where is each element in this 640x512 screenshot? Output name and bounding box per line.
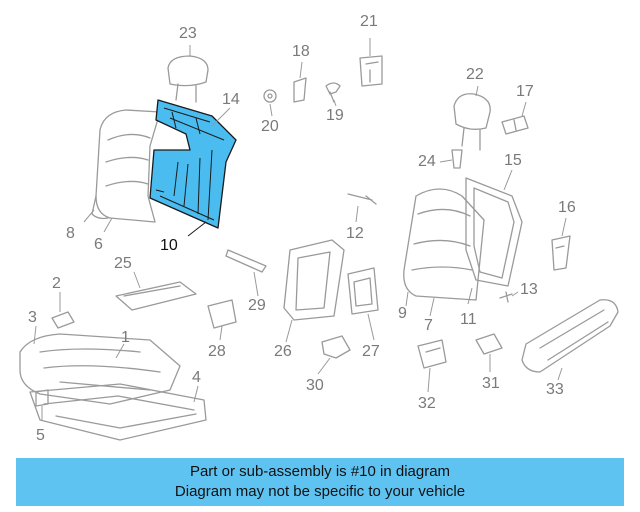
part-24-bushing [451, 149, 463, 169]
part-17-latch [501, 115, 529, 135]
callout-29: 29 [248, 297, 266, 314]
part-29-trim [225, 249, 267, 273]
banner-line-part: Part or sub-assembly is #10 in diagram [189, 463, 451, 480]
callout-6: 6 [94, 236, 103, 253]
callout-11: 11 [460, 311, 477, 328]
part-32-bracket [417, 339, 447, 369]
part-21-latch [359, 55, 383, 87]
part-25-pad [115, 281, 197, 311]
part-18-clip [293, 77, 307, 103]
part-5-clip [35, 389, 49, 407]
callout-32: 32 [418, 395, 436, 412]
callout-22: 22 [466, 66, 484, 83]
part-10-backrest-frame [149, 99, 237, 229]
part-13-bolt [499, 291, 513, 303]
part-6-seatback-cover [91, 109, 161, 223]
callout-28: 28 [208, 343, 226, 360]
part-16-bracket [551, 235, 571, 271]
banner-line-disclaimer: Diagram may not be specific to your vehi… [174, 483, 466, 500]
part-19-bolt [325, 82, 341, 103]
part-12-screw [347, 193, 377, 205]
callout-12: 12 [346, 225, 364, 242]
parts-diagram [19, 38, 619, 441]
callout-2: 2 [52, 275, 61, 292]
part-4-seat-frame [29, 383, 207, 441]
part-26-frame [283, 239, 345, 321]
leader-10 [187, 221, 207, 237]
callout-24: 24 [418, 153, 436, 170]
part-31-bracket [475, 333, 503, 355]
callout-23: 23 [179, 25, 197, 42]
callout-5: 5 [36, 427, 45, 444]
part-28-cover [207, 299, 237, 329]
callout-18: 18 [292, 43, 310, 60]
callout-16: 16 [558, 199, 576, 216]
callout-8: 8 [66, 225, 75, 242]
callout-33: 33 [546, 381, 564, 398]
callout-7: 7 [424, 317, 433, 334]
part-15-backrest-frame [465, 177, 523, 287]
callout-30: 30 [306, 377, 324, 394]
callout-19: 19 [326, 107, 344, 124]
callout-31: 31 [482, 375, 500, 392]
callout-10: 10 [160, 237, 178, 254]
part-20-grommet [263, 89, 277, 103]
callout-17: 17 [516, 83, 534, 100]
callout-26: 26 [274, 343, 292, 360]
part-22-headrest [453, 93, 491, 151]
callout-25: 25 [114, 255, 132, 272]
callout-15: 15 [504, 152, 522, 169]
callout-14: 14 [222, 91, 240, 108]
callout-9: 9 [398, 305, 407, 322]
callout-1: 1 [121, 329, 130, 346]
callout-27: 27 [362, 343, 380, 360]
part-1-seat-cushion [19, 333, 181, 405]
callout-13: 13 [520, 281, 538, 298]
part-23-headrest [167, 55, 209, 103]
part-33-armrest [521, 299, 619, 373]
part-7-seatback-cover [403, 188, 485, 301]
callout-21: 21 [360, 13, 378, 30]
part-30-bracket [321, 335, 351, 359]
callout-20: 20 [261, 118, 279, 135]
callout-3: 3 [28, 309, 37, 326]
info-banner: Part or sub-assembly is #10 in diagram D… [16, 458, 624, 506]
callout-4: 4 [192, 369, 201, 386]
part-2-clip [51, 311, 75, 329]
part-27-frame [347, 267, 379, 315]
